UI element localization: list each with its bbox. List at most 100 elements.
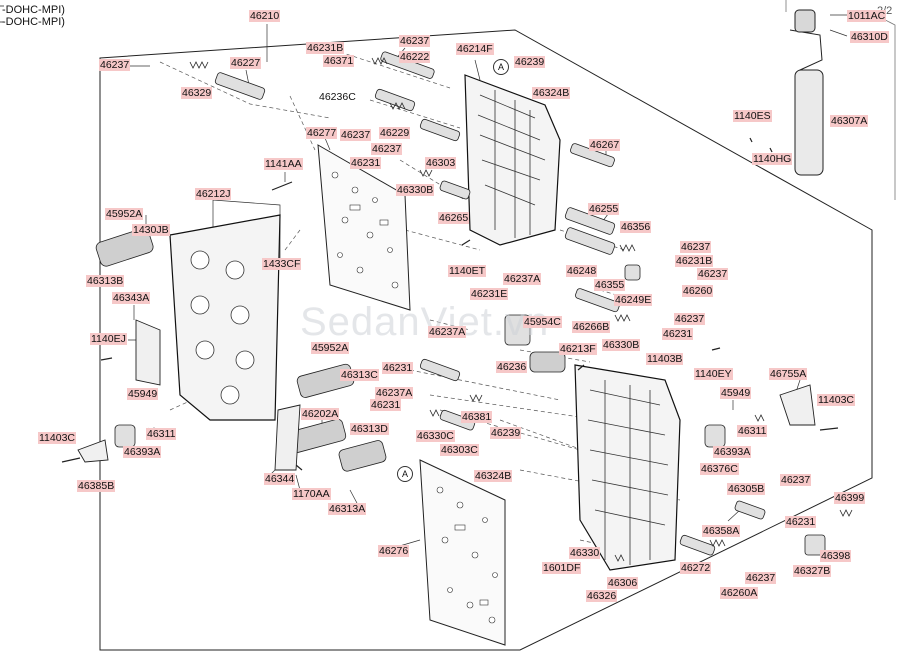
part-label[interactable]: 46267 [589, 139, 621, 151]
part-label[interactable]: 46311 [146, 428, 177, 440]
part-label[interactable]: 45954C [523, 316, 562, 328]
part-label[interactable]: 46358A [702, 525, 741, 537]
part-label[interactable]: 46376C [700, 463, 739, 475]
part-label[interactable]: 46306 [607, 577, 639, 589]
part-label[interactable]: 46330B [602, 339, 641, 351]
part-label[interactable]: 46236C [319, 91, 356, 103]
part-label[interactable]: 46310D [850, 31, 889, 43]
part-label[interactable]: 46237A [503, 273, 542, 285]
part-label[interactable]: 46231 [662, 328, 694, 340]
part-label[interactable]: 46385B [77, 480, 116, 492]
part-label[interactable]: 46393A [713, 446, 752, 458]
part-label[interactable]: 46326 [586, 590, 618, 602]
part-label[interactable]: 46231 [350, 157, 382, 169]
part-label[interactable]: 1011AC [847, 10, 887, 22]
part-label[interactable]: 46255 [588, 203, 620, 215]
part-label[interactable]: 46272 [680, 562, 712, 574]
part-label[interactable]: 46356 [620, 221, 652, 233]
part-label[interactable]: 11403C [38, 432, 77, 444]
clamp-plate-left [77, 439, 109, 463]
part-label[interactable]: 1433CF [262, 258, 302, 270]
part-label[interactable]: 1140ES [733, 110, 772, 122]
part-label[interactable]: 46237 [780, 474, 812, 486]
part-label[interactable]: 46231 [785, 516, 817, 528]
part-label[interactable]: 46237 [399, 35, 431, 47]
part-label[interactable]: 46248 [566, 265, 598, 277]
part-label[interactable]: 46214F [456, 43, 494, 55]
part-label[interactable]: 1141AA [264, 158, 303, 170]
part-label[interactable]: 1140EJ [90, 333, 127, 345]
part-label[interactable]: 46227 [230, 57, 262, 69]
part-label[interactable]: 46260 [682, 285, 714, 297]
part-label[interactable]: 46393A [123, 446, 162, 458]
part-label[interactable]: 46231 [370, 399, 402, 411]
part-label[interactable]: 46249E [614, 294, 653, 306]
part-label[interactable]: 46260A [720, 587, 759, 599]
part-label[interactable]: 46324B [532, 87, 571, 99]
part-label[interactable]: 46305B [727, 483, 766, 495]
part-label[interactable]: 46327B [793, 565, 832, 577]
part-label[interactable]: 46237 [674, 313, 706, 325]
part-label[interactable]: 46381 [461, 411, 493, 423]
part-label[interactable]: 1601DF [542, 562, 582, 574]
part-label[interactable]: 46213F [559, 343, 597, 355]
part-label[interactable]: 46307A [830, 115, 869, 127]
part-label[interactable]: 46229 [379, 127, 411, 139]
part-label[interactable]: 45949 [720, 387, 752, 399]
part-label[interactable]: 46313C [340, 369, 379, 381]
part-label[interactable]: 46371 [323, 55, 355, 67]
part-label[interactable]: 46237 [680, 241, 712, 253]
part-label[interactable]: 45952A [311, 342, 350, 354]
part-label[interactable]: 46236 [496, 361, 528, 373]
part-label[interactable]: 11403B [646, 353, 684, 365]
part-label[interactable]: 46355 [594, 279, 626, 291]
part-label[interactable]: 46329 [181, 87, 213, 99]
part-label[interactable]: 46303C [440, 444, 479, 456]
part-label[interactable]: 46330C [416, 430, 455, 442]
part-label[interactable]: 46237A [428, 326, 467, 338]
part-label[interactable]: 46237 [99, 59, 131, 71]
part-label[interactable]: 46343A [112, 292, 151, 304]
part-label[interactable]: 45949 [127, 388, 159, 400]
part-label[interactable]: 1140EY [694, 368, 733, 380]
plate-holes-upper [331, 171, 399, 289]
part-label[interactable]: 46277 [306, 127, 338, 139]
part-label[interactable]: 46212J [195, 188, 232, 200]
part-label[interactable]: 45952A [105, 208, 144, 220]
part-label[interactable]: 46311 [737, 425, 768, 437]
part-label[interactable]: 46303 [425, 157, 457, 169]
part-label[interactable]: 46231B [675, 255, 714, 267]
part-label[interactable]: 46237A [375, 387, 414, 399]
part-label[interactable]: 1430JB [132, 224, 170, 236]
part-label[interactable]: 1140ET [448, 265, 486, 277]
part-label[interactable]: 46231B [306, 42, 345, 54]
part-label[interactable]: 46265 [438, 212, 470, 224]
part-label[interactable]: 46237 [340, 129, 372, 141]
part-label[interactable]: 46330 [569, 547, 601, 559]
part-label[interactable]: 46239 [490, 427, 522, 439]
part-label[interactable]: 46313A [328, 503, 367, 515]
part-label[interactable]: 46210 [249, 10, 281, 22]
part-label[interactable]: 1140HG [752, 153, 793, 165]
part-label[interactable]: 46313D [350, 423, 389, 435]
part-label[interactable]: 46330B [396, 184, 435, 196]
part-label[interactable]: 46237 [697, 268, 729, 280]
part-label[interactable]: 46399 [834, 492, 866, 504]
part-label[interactable]: 46239 [514, 56, 546, 68]
part-label[interactable]: 46202A [301, 408, 340, 420]
part-label[interactable]: 46398 [820, 550, 852, 562]
part-label[interactable]: 46266B [572, 321, 611, 333]
part-label[interactable]: 46344 [264, 473, 296, 485]
part-label[interactable]: 11403C [817, 394, 856, 406]
part-label[interactable]: 46231E [470, 288, 509, 300]
part-label[interactable]: 46237 [745, 572, 777, 584]
part-label[interactable]: 46324B [474, 470, 513, 482]
part-label[interactable]: 1170AA [292, 488, 331, 500]
part-label[interactable]: 46237 [371, 143, 403, 155]
part-label[interactable]: 46276 [378, 545, 410, 557]
part-label[interactable]: 46231 [382, 362, 414, 374]
part-label[interactable]: 46222 [399, 51, 431, 63]
part-label[interactable]: 46313B [86, 275, 125, 287]
part-label[interactable]: 46755A [769, 368, 808, 380]
